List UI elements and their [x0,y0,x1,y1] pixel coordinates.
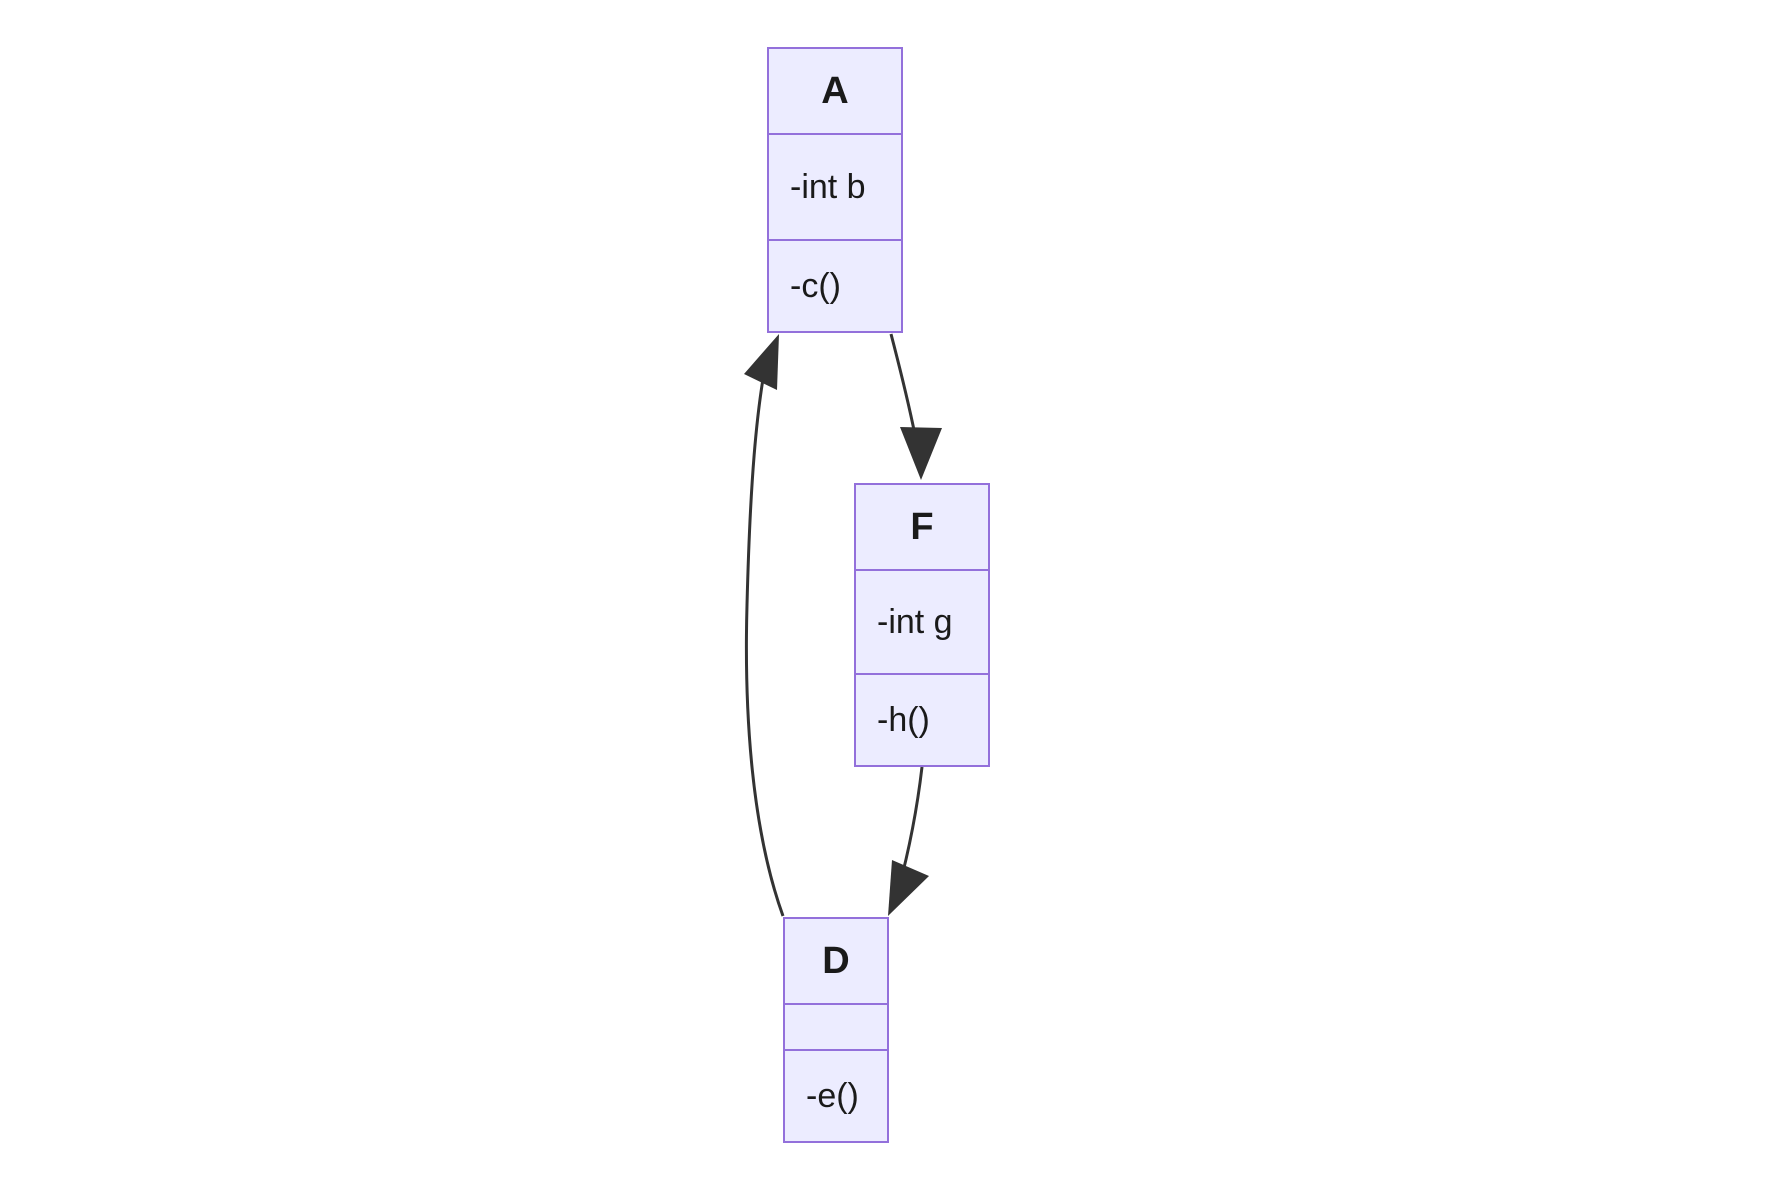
edge-f-to-d-line [895,766,924,896]
class-a-title: A [821,69,849,112]
edge-d-to-a [744,334,785,917]
class-d-attributes-empty [785,1003,887,1049]
class-a-attribute: -int b [769,133,901,239]
arrowhead-into-d-icon [888,860,929,916]
class-f-method: -h() [856,673,988,765]
arrowhead-into-a-icon [744,334,779,390]
arrowhead-into-f-icon [900,427,942,480]
class-node-f: F -int g -h() [854,483,990,767]
class-node-a: A -int b -c() [767,47,903,333]
class-d-title: D [822,939,850,982]
edge-a-to-f [889,333,942,480]
edge-a-to-f-line [889,333,922,463]
class-d-method: -e() [785,1049,887,1141]
edge-d-to-a-line [744,351,785,917]
class-node-d: D -e() [783,917,889,1143]
class-a-method: -c() [769,239,901,331]
class-f-attribute: -int g [856,569,988,673]
class-f-title: F [910,505,934,548]
edge-f-to-d [888,766,929,916]
